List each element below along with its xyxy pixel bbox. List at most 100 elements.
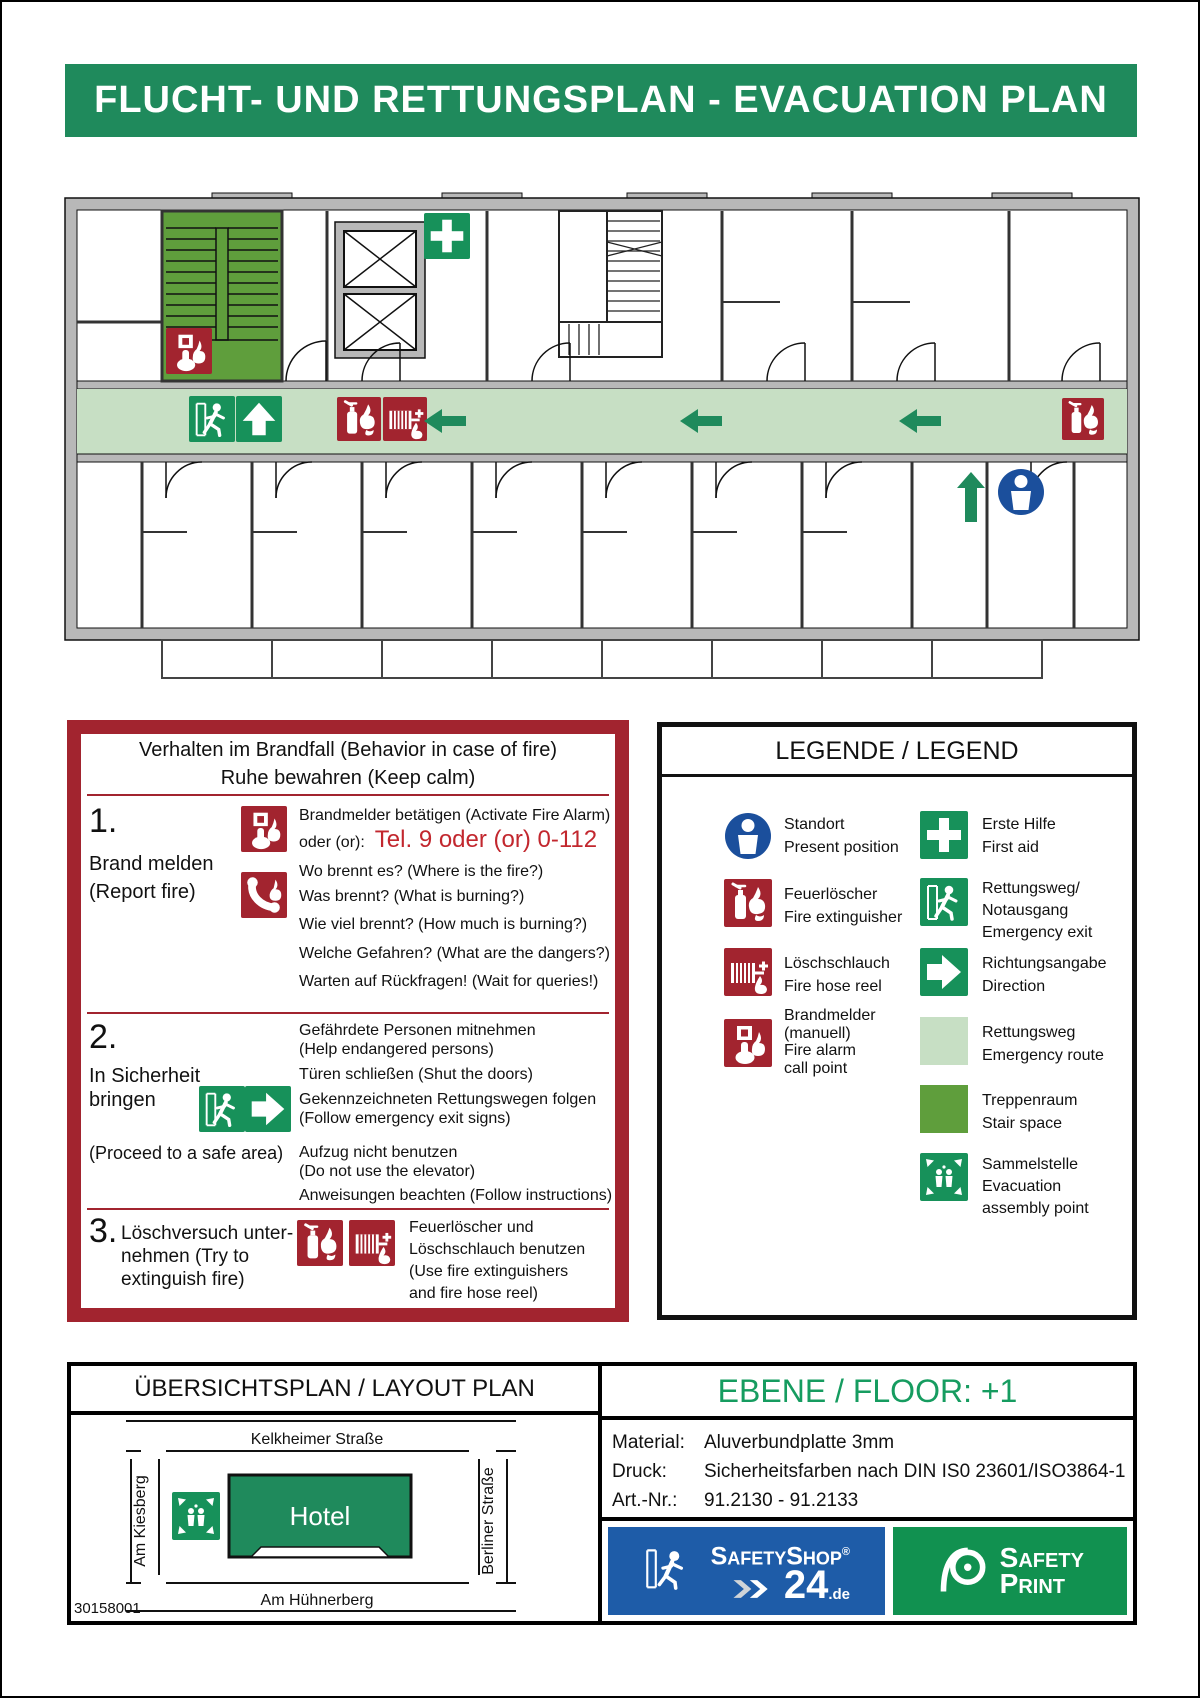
double-chevron-icon (733, 1580, 768, 1599)
step1-question-3: Wie viel brennt? (How much is burning?) (299, 916, 588, 933)
step3-text-4: and fire hose reel) (409, 1285, 538, 1302)
step3-label-1: Löschversuch unter- (121, 1223, 294, 1244)
step1-or-prefix: oder (or): (299, 834, 365, 851)
step3-text-3: (Use fire extinguishers (409, 1263, 569, 1280)
step2-line-7: (Do not use the elevator) (299, 1163, 476, 1180)
legend-stair-de: Treppenraum (982, 1092, 1078, 1109)
druck-label: Druck: (612, 1461, 667, 1482)
street-right-label: Berliner Straße (480, 1467, 497, 1575)
legend-exit-line1: Rettungsweg/ (982, 880, 1080, 897)
step2-line-2: (Help endangered persons) (299, 1041, 494, 1058)
shop-de: .de (828, 1586, 851, 1604)
legend-route-de: Rettungsweg (982, 1024, 1076, 1041)
floor-title: EBENE / FLOOR: +1 (602, 1366, 1133, 1420)
step1-number: 1. (89, 802, 118, 840)
fire-hose-reel-icon (724, 948, 772, 996)
material-value: Aluverbundplatte 3mm (704, 1432, 895, 1453)
legend-alarm-line4: call point (784, 1059, 848, 1077)
step3-label-3: extinguish fire) (121, 1269, 245, 1290)
step3-label-2: nehmen (Try to (121, 1246, 250, 1267)
shop-24: 24 (783, 1563, 829, 1608)
present-position-icon (724, 812, 772, 860)
fire-hose-reel-icon (383, 397, 427, 441)
direction-left-arrows (424, 409, 941, 433)
step2-line-3: Türen schließen (Shut the doors) (299, 1066, 533, 1083)
step2-line-4: Gekennzeichneten Rettungswegen folgen (299, 1091, 597, 1108)
druck-value: Sicherheitsfarben nach DIN IS0 23601/ISO… (704, 1461, 1126, 1482)
direction-icon (920, 948, 968, 996)
legend-title: LEGENDE / LEGEND (775, 737, 1019, 765)
title-banner: FLUCHT- UND RETTUNGSPLAN - EVACUATION PL… (65, 64, 1137, 137)
fire-alarm-call-point-icon (724, 1019, 772, 1067)
legend-assembly-line1: Sammelstelle (982, 1156, 1079, 1173)
registered-mark: ® (841, 1545, 851, 1558)
street-left-label: Am Kiesberg (132, 1475, 149, 1567)
legend-direction-de: Richtungsangabe (982, 955, 1107, 972)
floor-info-box: EBENE / FLOOR: +1 Material: Aluverbundpl… (602, 1366, 1133, 1621)
emergency-exit-direction-icon (199, 1086, 291, 1132)
plan-number: 30158001 (74, 1600, 141, 1616)
fire-extinguisher-icon-right (1062, 398, 1104, 440)
legend-firstaid-de: Erste Hilfe (982, 816, 1056, 833)
step2-line-6: Aufzug nicht benutzen (299, 1144, 458, 1161)
fire-extinguisher-icon (337, 397, 381, 441)
legend-firstaid-en: First aid (982, 839, 1039, 856)
layout-plan-box: ÜBERSICHTSPLAN / LAYOUT PLAN Hotel (71, 1366, 602, 1621)
legend-extinguisher-de: Feuerlöscher (784, 886, 878, 903)
artnr-label: Art.-Nr.: (612, 1490, 678, 1511)
step2-line-1: Gefährdete Personen mitnehmen (299, 1022, 536, 1039)
page-title: FLUCHT- UND RETTUNGSPLAN - EVACUATION PL… (94, 79, 1108, 121)
first-aid-icon (424, 213, 470, 259)
assembly-point-icon (920, 1153, 968, 1201)
fire-alarm-call-point-icon (241, 806, 287, 852)
legend-exit-line3: Emergency exit (982, 924, 1093, 941)
legend-assembly-line2: Evacuation (982, 1178, 1062, 1195)
safetyshop24-logo: SafetyShop® 24 .de (608, 1527, 885, 1615)
street-bottom-label: Am Hühnerberg (261, 1592, 374, 1609)
fire-phone-icon (241, 872, 287, 918)
step1-label-en: (Report fire) (89, 881, 196, 903)
direction-up-icon (236, 396, 282, 442)
material-label: Material: (612, 1432, 685, 1453)
step2-line-8: Anweisungen beachten (Follow instruction… (299, 1187, 613, 1204)
present-position-icon (998, 469, 1044, 515)
legend-extinguisher-en: Fire extinguisher (784, 909, 903, 926)
legend-direction-en: Direction (982, 978, 1046, 995)
step2-line-5: (Follow emergency exit signs) (299, 1110, 511, 1127)
fire-alarm-call-point-icon (166, 328, 212, 374)
legend-assembly-line3: assembly point (982, 1200, 1089, 1217)
behavior-box: Verhalten im Brandfall (Behavior in case… (67, 720, 629, 1322)
legend-standort-en: Present position (784, 839, 899, 856)
legend-hose-en: Fire hose reel (784, 978, 882, 995)
step1-question-1: Wo brennt es? (Where is the fire?) (299, 863, 544, 880)
layout-plan-title: ÜBERSICHTSPLAN / LAYOUT PLAN (71, 1366, 598, 1415)
fire-extinguisher-icon (297, 1220, 343, 1266)
step2-number: 2. (89, 1018, 118, 1056)
legend-alarm-line3: Fire alarm (784, 1042, 857, 1059)
legend-hose-de: Löschschlauch (784, 955, 890, 972)
step1-label-de: Brand melden (89, 853, 214, 875)
step1-line1: Brandmelder betätigen (Activate Fire Ala… (299, 807, 611, 824)
safetyprint-logo: Safety Print (892, 1527, 1127, 1615)
direction-up-to-position-arrow (957, 472, 985, 522)
running-man-icon (645, 1549, 683, 1590)
legend-box: LEGENDE / LEGEND Standort Present positi… (657, 722, 1137, 1320)
behavior-title-1: Verhalten im Brandfall (Behavior in case… (139, 739, 557, 761)
artnr-value: 91.2130 - 91.2133 (704, 1490, 859, 1511)
fire-hose-reel-icon (349, 1220, 395, 1266)
legend-standort-de: Standort (784, 816, 845, 833)
layout-plan-map: Hotel Kelkheimer Straße Am Kiesberg Berl… (71, 1415, 598, 1621)
legend-alarm-line2: (manuell) (784, 1024, 851, 1042)
step2-label-de-1: In Sicherheit (89, 1065, 201, 1087)
emergency-exit-icon (920, 878, 968, 926)
step1-question-4: Welche Gefahren? (What are the dangers?) (299, 945, 610, 962)
step3-number: 3. (89, 1212, 118, 1250)
step1-question-5: Warten auf Rückfragen! (Wait for queries… (299, 973, 599, 990)
fire-extinguisher-icon (724, 879, 772, 927)
floor-plan (62, 182, 1142, 682)
legend-exit-line2: Notausgang (982, 902, 1069, 919)
legend-stair-en: Stair space (982, 1115, 1063, 1132)
step3-text-2: Löschschlauch benutzen (409, 1241, 586, 1258)
step2-label-de-2: bringen (89, 1089, 156, 1111)
